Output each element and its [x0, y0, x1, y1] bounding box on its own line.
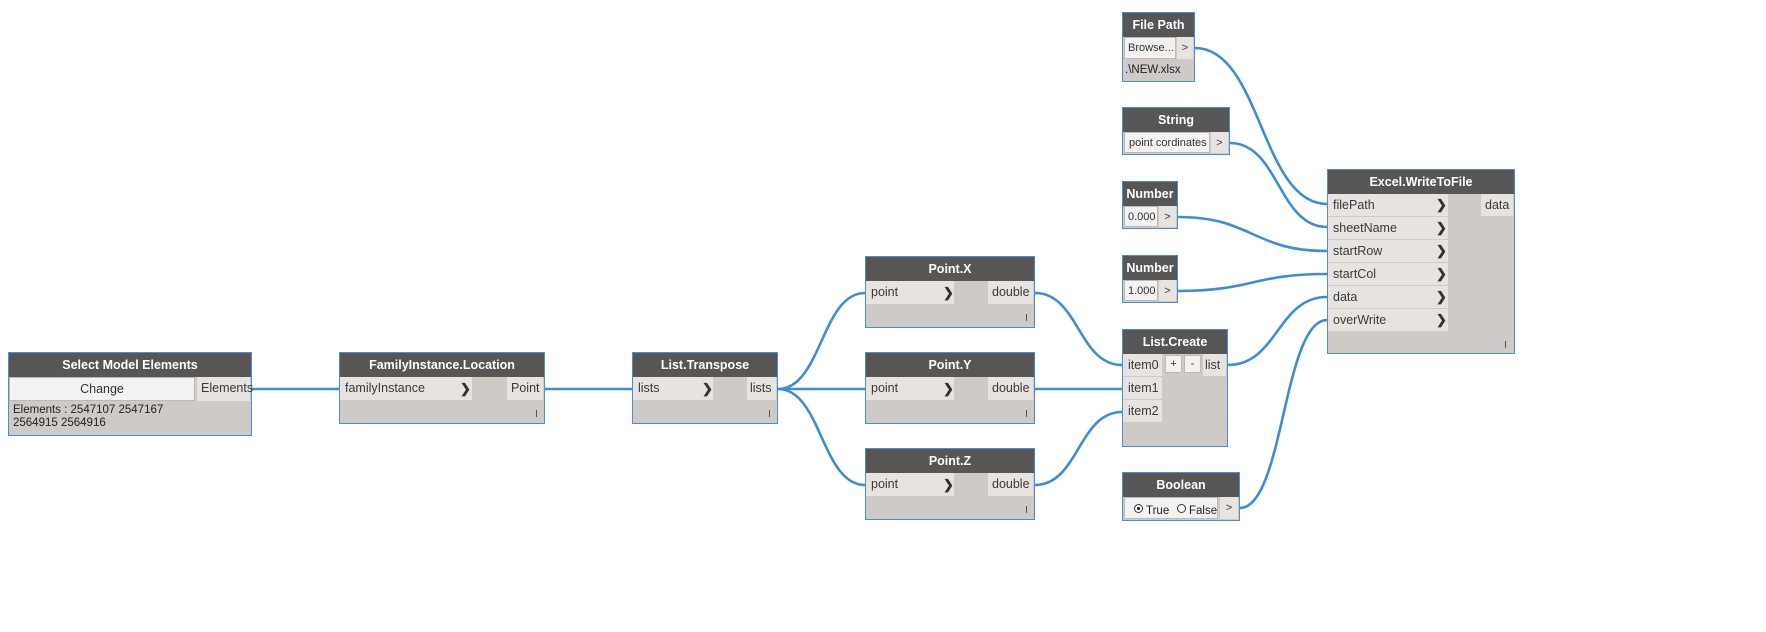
node-point-z[interactable]: Point.Z point ❯ double	[865, 448, 1035, 520]
browse-button[interactable]: Browse...	[1124, 37, 1176, 59]
file-path-value: .\NEW.xlsx	[1125, 64, 1181, 76]
input-port-point[interactable]: point	[866, 281, 954, 304]
output-port-data[interactable]: data	[1481, 194, 1513, 216]
wire-string-to-excel	[1229, 141, 1328, 229]
node-title: Point.Y	[866, 353, 1034, 377]
input-port-sheetname[interactable]: sheetName	[1328, 217, 1448, 239]
add-input-button[interactable]: +	[1165, 355, 1182, 373]
node-title: Boolean	[1123, 473, 1239, 497]
node-title: String	[1123, 108, 1229, 132]
node-title: List.Create	[1123, 330, 1227, 354]
output-port-double[interactable]: double	[988, 281, 1033, 304]
chevron-right-icon: ❯	[1436, 289, 1447, 304]
node-title: Number	[1123, 182, 1177, 206]
wire-pointx-to-item0	[1034, 291, 1123, 367]
node-title: Number	[1123, 256, 1177, 280]
input-port-startcol[interactable]: startCol	[1328, 263, 1448, 285]
chevron-right-icon: ❯	[1436, 312, 1447, 327]
node-number-start-row[interactable]: Number 0.000 >	[1122, 181, 1178, 229]
chevron-right-icon: ❯	[1436, 197, 1447, 212]
selection-info: Elements : 2547107 2547167 2564915 25649…	[13, 404, 164, 429]
radio-true-icon[interactable]	[1134, 504, 1143, 513]
option-false-label: False	[1189, 505, 1218, 517]
output-port-double[interactable]: double	[988, 377, 1033, 400]
number-value-field[interactable]: 0.000	[1124, 206, 1158, 227]
output-port-double[interactable]: double	[988, 473, 1033, 496]
wire-transpose-to-pointz	[777, 387, 866, 487]
node-select-model-elements[interactable]: Select Model Elements Change Elements El…	[8, 352, 253, 436]
chevron-right-icon: ❯	[460, 381, 471, 396]
input-port-point[interactable]: point	[866, 377, 954, 400]
node-familyinstance-location[interactable]: FamilyInstance.Location familyInstance ❯…	[339, 352, 545, 424]
node-string[interactable]: String point cordinates >	[1122, 107, 1230, 155]
output-port-list[interactable]: list	[1203, 354, 1226, 376]
input-port-item0[interactable]: item0	[1123, 354, 1162, 376]
chevron-right-icon: ❯	[1436, 243, 1447, 258]
node-list-create[interactable]: List.Create item0 item1 item2 + - list	[1122, 329, 1228, 447]
change-button[interactable]: Change	[9, 377, 195, 401]
node-boolean[interactable]: Boolean True False >	[1122, 472, 1240, 521]
node-excel-writetofile[interactable]: Excel.WriteToFile filePath ❯ sheetName ❯…	[1327, 169, 1515, 354]
node-title: Point.Z	[866, 449, 1034, 473]
option-true-label: True	[1146, 505, 1170, 517]
wire-transpose-to-pointx	[777, 291, 866, 391]
input-port-familyinstance[interactable]: familyInstance	[340, 377, 472, 400]
wire-number2-to-excel	[1177, 272, 1328, 293]
node-file-path[interactable]: File Path Browse... > .\NEW.xlsx	[1122, 12, 1195, 82]
chevron-right-icon: ❯	[943, 381, 954, 396]
chevron-right-icon: ❯	[702, 381, 713, 396]
input-port-point[interactable]: point	[866, 473, 954, 496]
output-arrow-button[interactable]: >	[1177, 37, 1193, 59]
input-port-overwrite[interactable]: overWrite	[1328, 309, 1448, 331]
string-value-field[interactable]: point cordinates	[1124, 132, 1210, 153]
node-title: FamilyInstance.Location	[340, 353, 544, 377]
node-point-y[interactable]: Point.Y point ❯ double	[865, 352, 1035, 424]
lacing-icon	[1505, 341, 1506, 348]
node-list-transpose[interactable]: List.Transpose lists ❯ lists	[632, 352, 778, 424]
output-arrow-button[interactable]: >	[1220, 497, 1238, 519]
wire-pointz-to-item2	[1034, 410, 1123, 487]
node-title: Point.X	[866, 257, 1034, 281]
node-number-start-col[interactable]: Number 1.000 >	[1122, 255, 1178, 303]
output-arrow-button[interactable]: >	[1159, 206, 1176, 227]
chevron-right-icon: ❯	[1436, 266, 1447, 281]
node-point-x[interactable]: Point.X point ❯ double	[865, 256, 1035, 328]
output-arrow-button[interactable]: >	[1211, 132, 1228, 153]
node-title: List.Transpose	[633, 353, 777, 377]
lacing-icon	[1026, 410, 1027, 417]
chevron-right-icon: ❯	[1436, 220, 1447, 235]
input-port-item1[interactable]: item1	[1123, 377, 1162, 399]
output-port-elements[interactable]: Elements	[197, 377, 253, 401]
wire-boolean-to-excel	[1239, 318, 1328, 510]
lacing-icon	[769, 410, 770, 417]
input-port-lists[interactable]: lists	[633, 377, 713, 400]
lacing-icon	[1026, 506, 1027, 513]
input-port-startrow[interactable]: startRow	[1328, 240, 1448, 262]
lacing-icon	[536, 410, 537, 417]
node-title: Excel.WriteToFile	[1328, 170, 1514, 194]
chevron-right-icon: ❯	[943, 285, 954, 300]
node-title: Select Model Elements	[9, 353, 251, 377]
radio-false-icon[interactable]	[1177, 504, 1186, 513]
output-port-point[interactable]: Point	[507, 377, 543, 400]
number-value-field[interactable]: 1.000	[1124, 280, 1158, 301]
input-port-filepath[interactable]: filePath	[1328, 194, 1448, 216]
remove-input-button[interactable]: -	[1184, 355, 1201, 373]
output-arrow-button[interactable]: >	[1159, 280, 1176, 301]
node-title: File Path	[1123, 13, 1194, 37]
wire-listcreate-to-excel	[1227, 295, 1328, 367]
wire-number1-to-excel	[1177, 215, 1328, 253]
input-port-item2[interactable]: item2	[1123, 400, 1162, 422]
input-port-data[interactable]: data	[1328, 286, 1448, 308]
chevron-right-icon: ❯	[943, 477, 954, 492]
boolean-toggle[interactable]: True False	[1124, 497, 1218, 519]
output-port-lists[interactable]: lists	[747, 377, 776, 400]
lacing-icon	[1026, 314, 1027, 321]
